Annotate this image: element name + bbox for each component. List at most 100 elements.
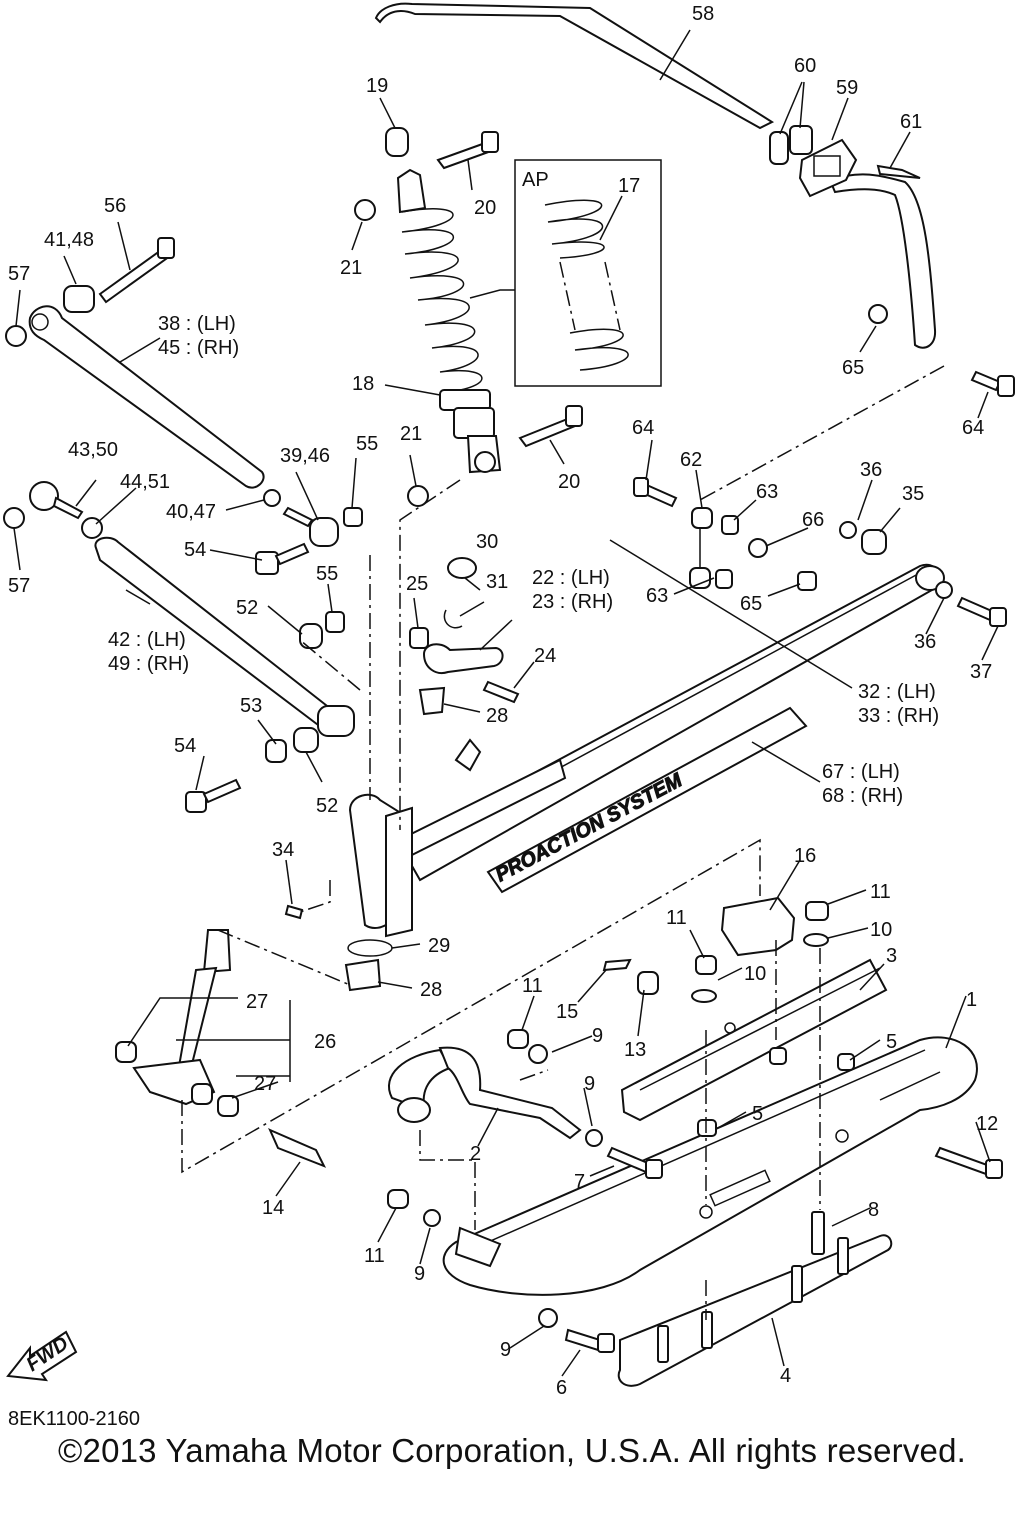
callout-65b: 65 bbox=[740, 593, 762, 615]
callout-63a: 63 bbox=[756, 481, 778, 503]
callout-52a: 52 bbox=[236, 597, 258, 619]
callout-27b: 27 bbox=[254, 1073, 276, 1095]
alignment-lines bbox=[181, 365, 945, 1320]
ski-spindle bbox=[115, 929, 327, 1168]
callout-43-50: 43,50 bbox=[68, 439, 118, 461]
callout-66: 66 bbox=[802, 509, 824, 531]
suspension-arm bbox=[348, 563, 945, 938]
callout-67: 67 : (LH) bbox=[822, 761, 900, 783]
callout-11b: 11 bbox=[666, 907, 687, 929]
callout-32: 32 : (LH) bbox=[858, 681, 936, 703]
callout-ap: AP bbox=[522, 169, 549, 191]
ski-handle bbox=[388, 1046, 582, 1140]
callout-3: 3 bbox=[886, 945, 897, 967]
callout-53: 53 bbox=[240, 695, 262, 717]
callout-10b: 10 bbox=[744, 963, 766, 985]
callout-33: 33 : (RH) bbox=[858, 705, 939, 727]
callout-36b: 36 bbox=[914, 631, 936, 653]
callout-6: 6 bbox=[556, 1377, 567, 1399]
callout-15: 15 bbox=[556, 1001, 578, 1023]
callout-55b: 55 bbox=[316, 563, 338, 585]
callout-20b: 20 bbox=[558, 471, 580, 493]
callout-9b: 9 bbox=[584, 1073, 595, 1095]
callout-1: 1 bbox=[966, 989, 977, 1011]
callout-10a: 10 bbox=[870, 919, 892, 941]
spring-inset-box bbox=[469, 159, 662, 387]
callout-9d: 9 bbox=[500, 1339, 511, 1361]
callout-52b: 52 bbox=[316, 795, 338, 817]
callout-64a: 64 bbox=[632, 417, 654, 439]
callout-21a: 21 bbox=[340, 257, 362, 279]
callout-56: 56 bbox=[104, 195, 126, 217]
callout-41-48: 41,48 bbox=[44, 229, 94, 251]
callout-64b: 64 bbox=[962, 417, 984, 439]
callout-13: 13 bbox=[624, 1039, 646, 1061]
callout-54a: 54 bbox=[184, 539, 206, 561]
callout-30: 30 bbox=[476, 531, 498, 553]
callout-18: 18 bbox=[352, 373, 374, 395]
callout-24: 24 bbox=[534, 645, 556, 667]
callout-57b: 57 bbox=[8, 575, 30, 597]
callout-65a: 65 bbox=[842, 357, 864, 379]
copyright-notice: ©2013 Yamaha Motor Corporation, U.S.A. A… bbox=[58, 1432, 966, 1469]
callout-36a: 36 bbox=[860, 459, 882, 481]
callout-8: 8 bbox=[868, 1199, 879, 1221]
upper-radius-rod bbox=[5, 237, 265, 489]
callout-17: 17 bbox=[618, 175, 640, 197]
callout-11a: 11 bbox=[870, 881, 891, 903]
callout-34: 34 bbox=[272, 839, 294, 861]
callout-68: 68 : (RH) bbox=[822, 785, 903, 807]
callout-57a: 57 bbox=[8, 263, 30, 285]
callout-29: 29 bbox=[428, 935, 450, 957]
callout-16: 16 bbox=[794, 845, 816, 867]
callout-45: 45 : (RH) bbox=[158, 337, 239, 359]
callout-5a: 5 bbox=[886, 1031, 897, 1053]
diagram-code: 8EK1100-2160 bbox=[8, 1408, 140, 1430]
callout-31: 31 bbox=[486, 571, 508, 593]
callout-58: 58 bbox=[692, 3, 714, 25]
callout-61: 61 bbox=[900, 111, 922, 133]
steering-arm-parts bbox=[284, 557, 520, 992]
callout-7: 7 bbox=[574, 1171, 585, 1193]
callout-11d: 11 bbox=[364, 1245, 385, 1267]
lower-radius-rod bbox=[3, 481, 355, 737]
callout-59: 59 bbox=[836, 77, 858, 99]
callout-27a: 27 bbox=[246, 991, 268, 1013]
callout-63b: 63 bbox=[646, 585, 668, 607]
callout-49: 49 : (RH) bbox=[108, 653, 189, 675]
callout-60: 60 bbox=[794, 55, 816, 77]
callout-44-51: 44,51 bbox=[120, 471, 170, 493]
callout-55a: 55 bbox=[356, 433, 378, 455]
callout-38: 38 : (LH) bbox=[158, 313, 236, 335]
callout-54b: 54 bbox=[174, 735, 196, 757]
callout-42: 42 : (LH) bbox=[108, 629, 186, 651]
shock-absorber bbox=[385, 127, 502, 474]
stabilizer-bushings bbox=[769, 125, 921, 198]
callout-9a: 9 bbox=[592, 1025, 603, 1047]
callout-5b: 5 bbox=[752, 1103, 763, 1125]
callout-23: 23 : (RH) bbox=[532, 591, 613, 613]
callout-21b: 21 bbox=[400, 423, 422, 445]
fwd-arrow-icon: FWD bbox=[6, 1330, 78, 1382]
ski bbox=[387, 1029, 1003, 1387]
callout-37: 37 bbox=[970, 661, 992, 683]
callout-20a: 20 bbox=[474, 197, 496, 219]
leader-lines bbox=[13, 29, 999, 1377]
stabilizer-link bbox=[633, 304, 1015, 627]
callout-4: 4 bbox=[780, 1365, 791, 1387]
callout-11c: 11 bbox=[522, 975, 543, 997]
shock-bolts bbox=[354, 131, 583, 507]
callout-labels: 1 2 3 4 5 5 6 7 8 9 9 9 9 10 10 11 11 11… bbox=[8, 3, 998, 1399]
callout-28b: 28 bbox=[420, 979, 442, 1001]
callout-14: 14 bbox=[262, 1197, 284, 1219]
callout-25: 25 bbox=[406, 573, 428, 595]
callout-40-47: 40,47 bbox=[166, 501, 216, 523]
callout-22: 22 : (LH) bbox=[532, 567, 610, 589]
callout-28a: 28 bbox=[486, 705, 508, 727]
callout-39-46: 39,46 bbox=[280, 445, 330, 467]
callout-19: 19 bbox=[366, 75, 388, 97]
callout-2: 2 bbox=[470, 1143, 481, 1165]
callout-26: 26 bbox=[314, 1031, 336, 1053]
callout-9c: 9 bbox=[414, 1263, 425, 1285]
